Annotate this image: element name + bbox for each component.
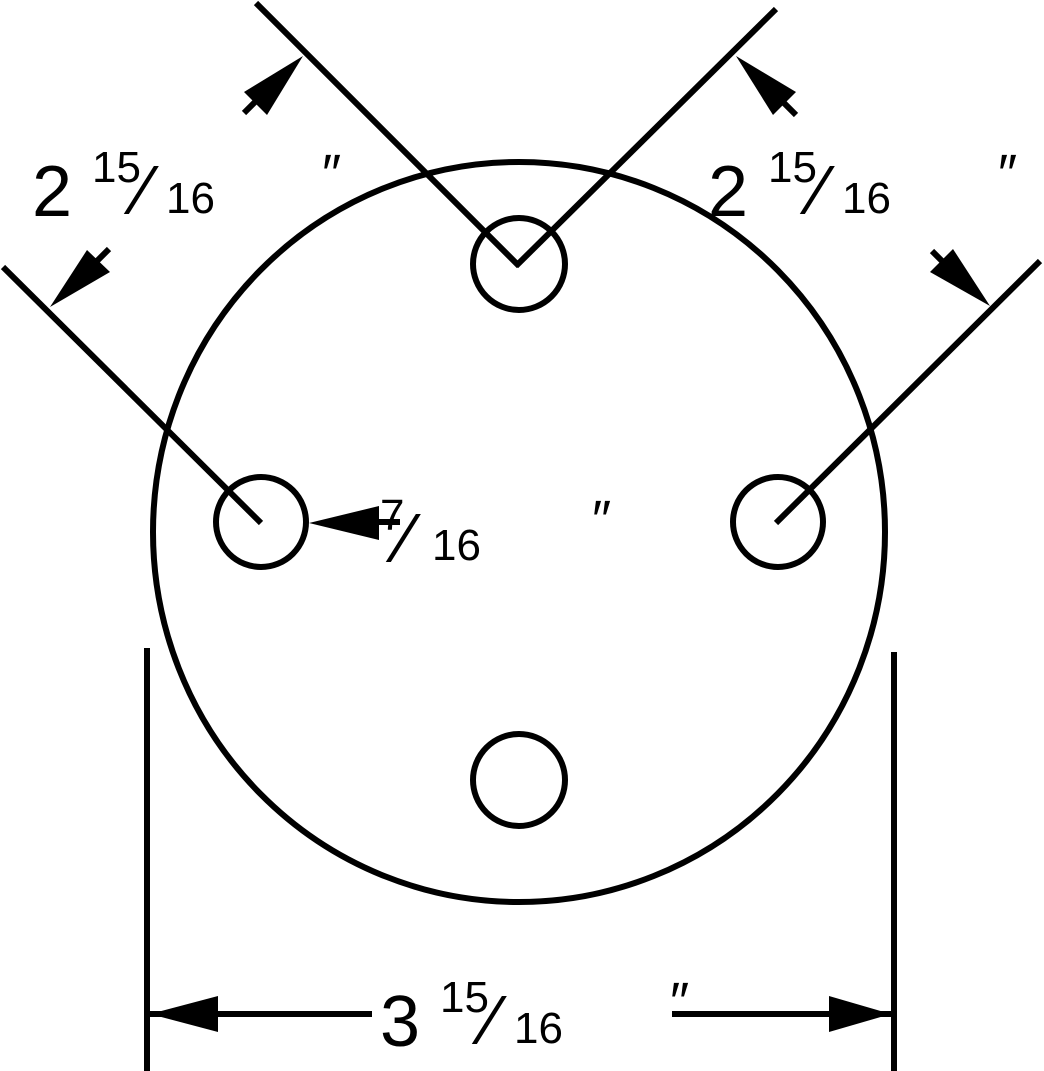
label-whole: 3 — [380, 982, 420, 1062]
bolt-hole-bottom — [470, 731, 568, 829]
label-numerator: 15 — [440, 973, 489, 1022]
label-inch-mark: ″ — [998, 144, 1017, 204]
label-inch-mark: ″ — [592, 490, 611, 550]
label-inch-mark: ″ — [322, 144, 341, 204]
arrowhead-upper-right-b — [930, 249, 990, 306]
label-denominator: 16 — [166, 174, 215, 223]
extension-line-top-left — [253, 0, 522, 269]
extension-line-left — [0, 264, 264, 526]
bolt-hole-right — [730, 474, 826, 570]
label-numerator: 15 — [92, 143, 141, 192]
dimension-label-upper-left: 2 15 ⁄ 16 ″ — [32, 143, 341, 232]
dimension-label-upper-right: 2 15 ⁄ 16 ″ — [708, 143, 1017, 232]
arrowhead-upper-left-a — [244, 56, 303, 115]
label-numerator: 15 — [768, 143, 817, 192]
dimension-label-bottom: 3 15 ⁄ 16 ″ — [380, 972, 689, 1062]
arrowhead-bottom-right — [829, 996, 891, 1032]
bolt-hole-top — [470, 215, 568, 313]
dimension-label-hole: 7 ⁄ 16 ″ — [380, 490, 611, 577]
extension-line-right — [773, 258, 1043, 526]
label-denominator: 16 — [514, 1004, 563, 1053]
label-denominator: 16 — [842, 174, 891, 223]
arrowhead-upper-left-b — [50, 250, 110, 307]
label-denominator: 16 — [432, 521, 481, 570]
bolt-hole-left — [213, 474, 309, 570]
arrowhead-bottom-left — [150, 996, 218, 1032]
arrowhead-upper-right-a — [736, 56, 796, 115]
arrowhead-hole — [309, 506, 379, 540]
label-inch-mark: ″ — [670, 972, 689, 1032]
plate-circle — [150, 159, 888, 905]
extension-line-top-right — [513, 6, 779, 269]
label-whole: 2 — [708, 152, 748, 232]
label-whole: 2 — [32, 152, 72, 232]
label-numerator: 7 — [380, 491, 404, 540]
